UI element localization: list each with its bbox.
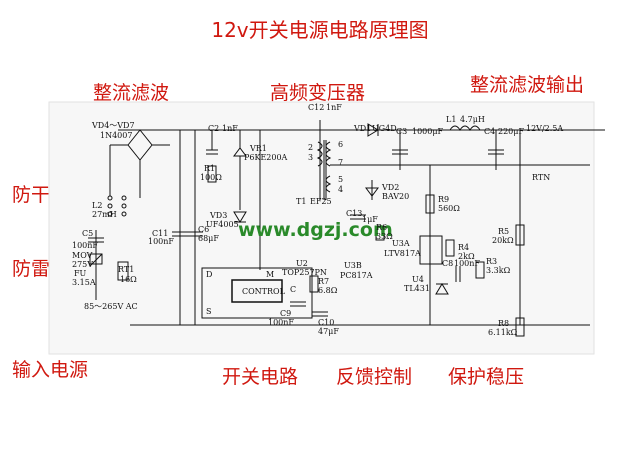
label-c8-val: 100nF bbox=[454, 259, 480, 268]
label-pin3: 3 bbox=[308, 153, 313, 162]
label-c11: C11 bbox=[152, 229, 168, 238]
label-r7: R7 bbox=[318, 277, 329, 286]
label-r9-val: 560Ω bbox=[438, 204, 460, 213]
label-vd2: VD2 bbox=[381, 183, 399, 192]
label-r5-val: 20kΩ bbox=[492, 236, 514, 245]
label-input-power: 输入电源 bbox=[12, 359, 89, 381]
label-t1-val: EF25 bbox=[310, 197, 332, 206]
label-r1-val: 100Ω bbox=[200, 173, 222, 182]
label-c5-val: 100nF bbox=[72, 241, 98, 250]
label-pin-c: C bbox=[290, 285, 296, 294]
label-r4-val: 2kΩ bbox=[458, 252, 475, 261]
label-pin-d: D bbox=[206, 270, 212, 279]
label-r5: R5 bbox=[498, 227, 509, 236]
label-vr1: VR1 bbox=[249, 144, 267, 153]
label-c6-val: 68μF bbox=[198, 234, 219, 243]
label-mov: MOV bbox=[72, 251, 93, 260]
label-c10-val: 47μF bbox=[318, 327, 339, 336]
label-c11-val: 100nF bbox=[148, 237, 174, 246]
label-rt1-val: 16Ω bbox=[120, 275, 137, 284]
diagram-title: 12v开关电源电路原理图 bbox=[211, 18, 429, 42]
label-vd2-val: BAV20 bbox=[382, 192, 409, 201]
label-r3-val: 3.3kΩ bbox=[486, 266, 511, 275]
label-vr1-val: P6KE200A bbox=[244, 153, 288, 162]
watermark: www.dgzj.com bbox=[238, 219, 393, 241]
label-c2: C2 bbox=[208, 124, 219, 133]
label-c4-val: 220μF bbox=[498, 127, 524, 136]
label-rtn: RTN bbox=[532, 173, 550, 182]
label-vd1: VD1 bbox=[353, 124, 371, 133]
label-pin2: 2 bbox=[308, 143, 313, 152]
label-lightning: 防雷 bbox=[12, 258, 51, 280]
label-c12: C12 bbox=[308, 103, 324, 112]
label-l1: L1 bbox=[446, 115, 456, 124]
label-c8: C8 bbox=[442, 259, 453, 268]
label-c13-val: 1μF bbox=[362, 215, 378, 224]
label-output-rectify: 整流滤波输出 bbox=[470, 74, 585, 96]
label-c9-val: 100nF bbox=[268, 318, 294, 327]
label-pin7: 7 bbox=[338, 158, 343, 167]
label-1n4007: 1N4007 bbox=[100, 131, 132, 140]
label-switch-circuit: 开关电路 bbox=[222, 366, 299, 388]
label-c3-val: 1000μF bbox=[412, 127, 444, 136]
label-rt1: RT1 bbox=[118, 265, 134, 274]
label-pin6: 6 bbox=[338, 140, 343, 149]
label-r4: R4 bbox=[458, 243, 469, 252]
label-u4-val: TL431 bbox=[404, 284, 430, 293]
label-vd1-val: UG4D bbox=[372, 124, 397, 133]
label-l2: L2 bbox=[92, 201, 102, 210]
label-u3a-val: LTV817A bbox=[384, 249, 421, 258]
label-output: 12V/2.5A bbox=[526, 124, 563, 133]
label-rectify-filter: 整流滤波 bbox=[93, 82, 170, 104]
label-c5: C5 bbox=[82, 229, 93, 238]
component-labels: VD4～VD7 1N4007 L2 27mH C5 100nF MOV 275V… bbox=[72, 103, 563, 337]
label-vd3: VD3 bbox=[209, 211, 227, 220]
label-c9: C9 bbox=[280, 309, 291, 318]
label-u3b: U3B bbox=[344, 261, 362, 270]
label-fu: FU bbox=[74, 269, 87, 278]
label-c10: C10 bbox=[318, 318, 334, 327]
label-pin5: 5 bbox=[338, 175, 343, 184]
label-feedback-control: 反馈控制 bbox=[336, 366, 413, 388]
label-l1-val: 4.7μH bbox=[460, 115, 485, 124]
label-pin-s: S bbox=[206, 307, 211, 316]
label-protect-regulate: 保护稳压 bbox=[448, 366, 525, 388]
label-pin-m: M bbox=[266, 270, 274, 279]
label-control: CONTROL bbox=[242, 287, 286, 296]
label-r7-val: 6.8Ω bbox=[318, 286, 338, 295]
label-r8-val: 6.11kΩ bbox=[488, 328, 518, 337]
label-c6: C6 bbox=[198, 225, 209, 234]
label-mov-val: 275V bbox=[72, 260, 93, 269]
label-fu-val: 3.15A bbox=[72, 278, 96, 287]
label-r8: R8 bbox=[498, 319, 509, 328]
label-u2-val: TOP257PN bbox=[282, 268, 327, 277]
label-l2-val: 27mH bbox=[92, 210, 117, 219]
label-vd4-vd7: VD4～VD7 bbox=[91, 121, 135, 130]
label-r3: R3 bbox=[486, 257, 497, 266]
label-c12-val: 1nF bbox=[326, 103, 342, 112]
label-pin4: 4 bbox=[338, 185, 343, 194]
label-c2-val: 1nF bbox=[222, 124, 238, 133]
label-c4: C4 bbox=[484, 127, 495, 136]
label-u3b-val: PC817A bbox=[340, 271, 373, 280]
label-u4: U4 bbox=[412, 275, 424, 284]
label-r9: R9 bbox=[438, 195, 449, 204]
label-r6-val: 33Ω bbox=[376, 232, 393, 241]
label-u3a: U3A bbox=[392, 239, 410, 248]
label-r1: R1 bbox=[204, 164, 215, 173]
label-ac-in: 85～265V AC bbox=[84, 302, 138, 311]
label-t1: T1 bbox=[296, 197, 306, 206]
wires bbox=[88, 120, 605, 337]
label-hf-transformer: 高频变压器 bbox=[270, 82, 366, 104]
label-u2: U2 bbox=[296, 259, 308, 268]
label-r6: R6 bbox=[376, 223, 387, 232]
label-c3: C3 bbox=[396, 127, 407, 136]
label-c13: C13 bbox=[346, 209, 362, 218]
label-vd3-val: UF4005 bbox=[206, 220, 239, 229]
